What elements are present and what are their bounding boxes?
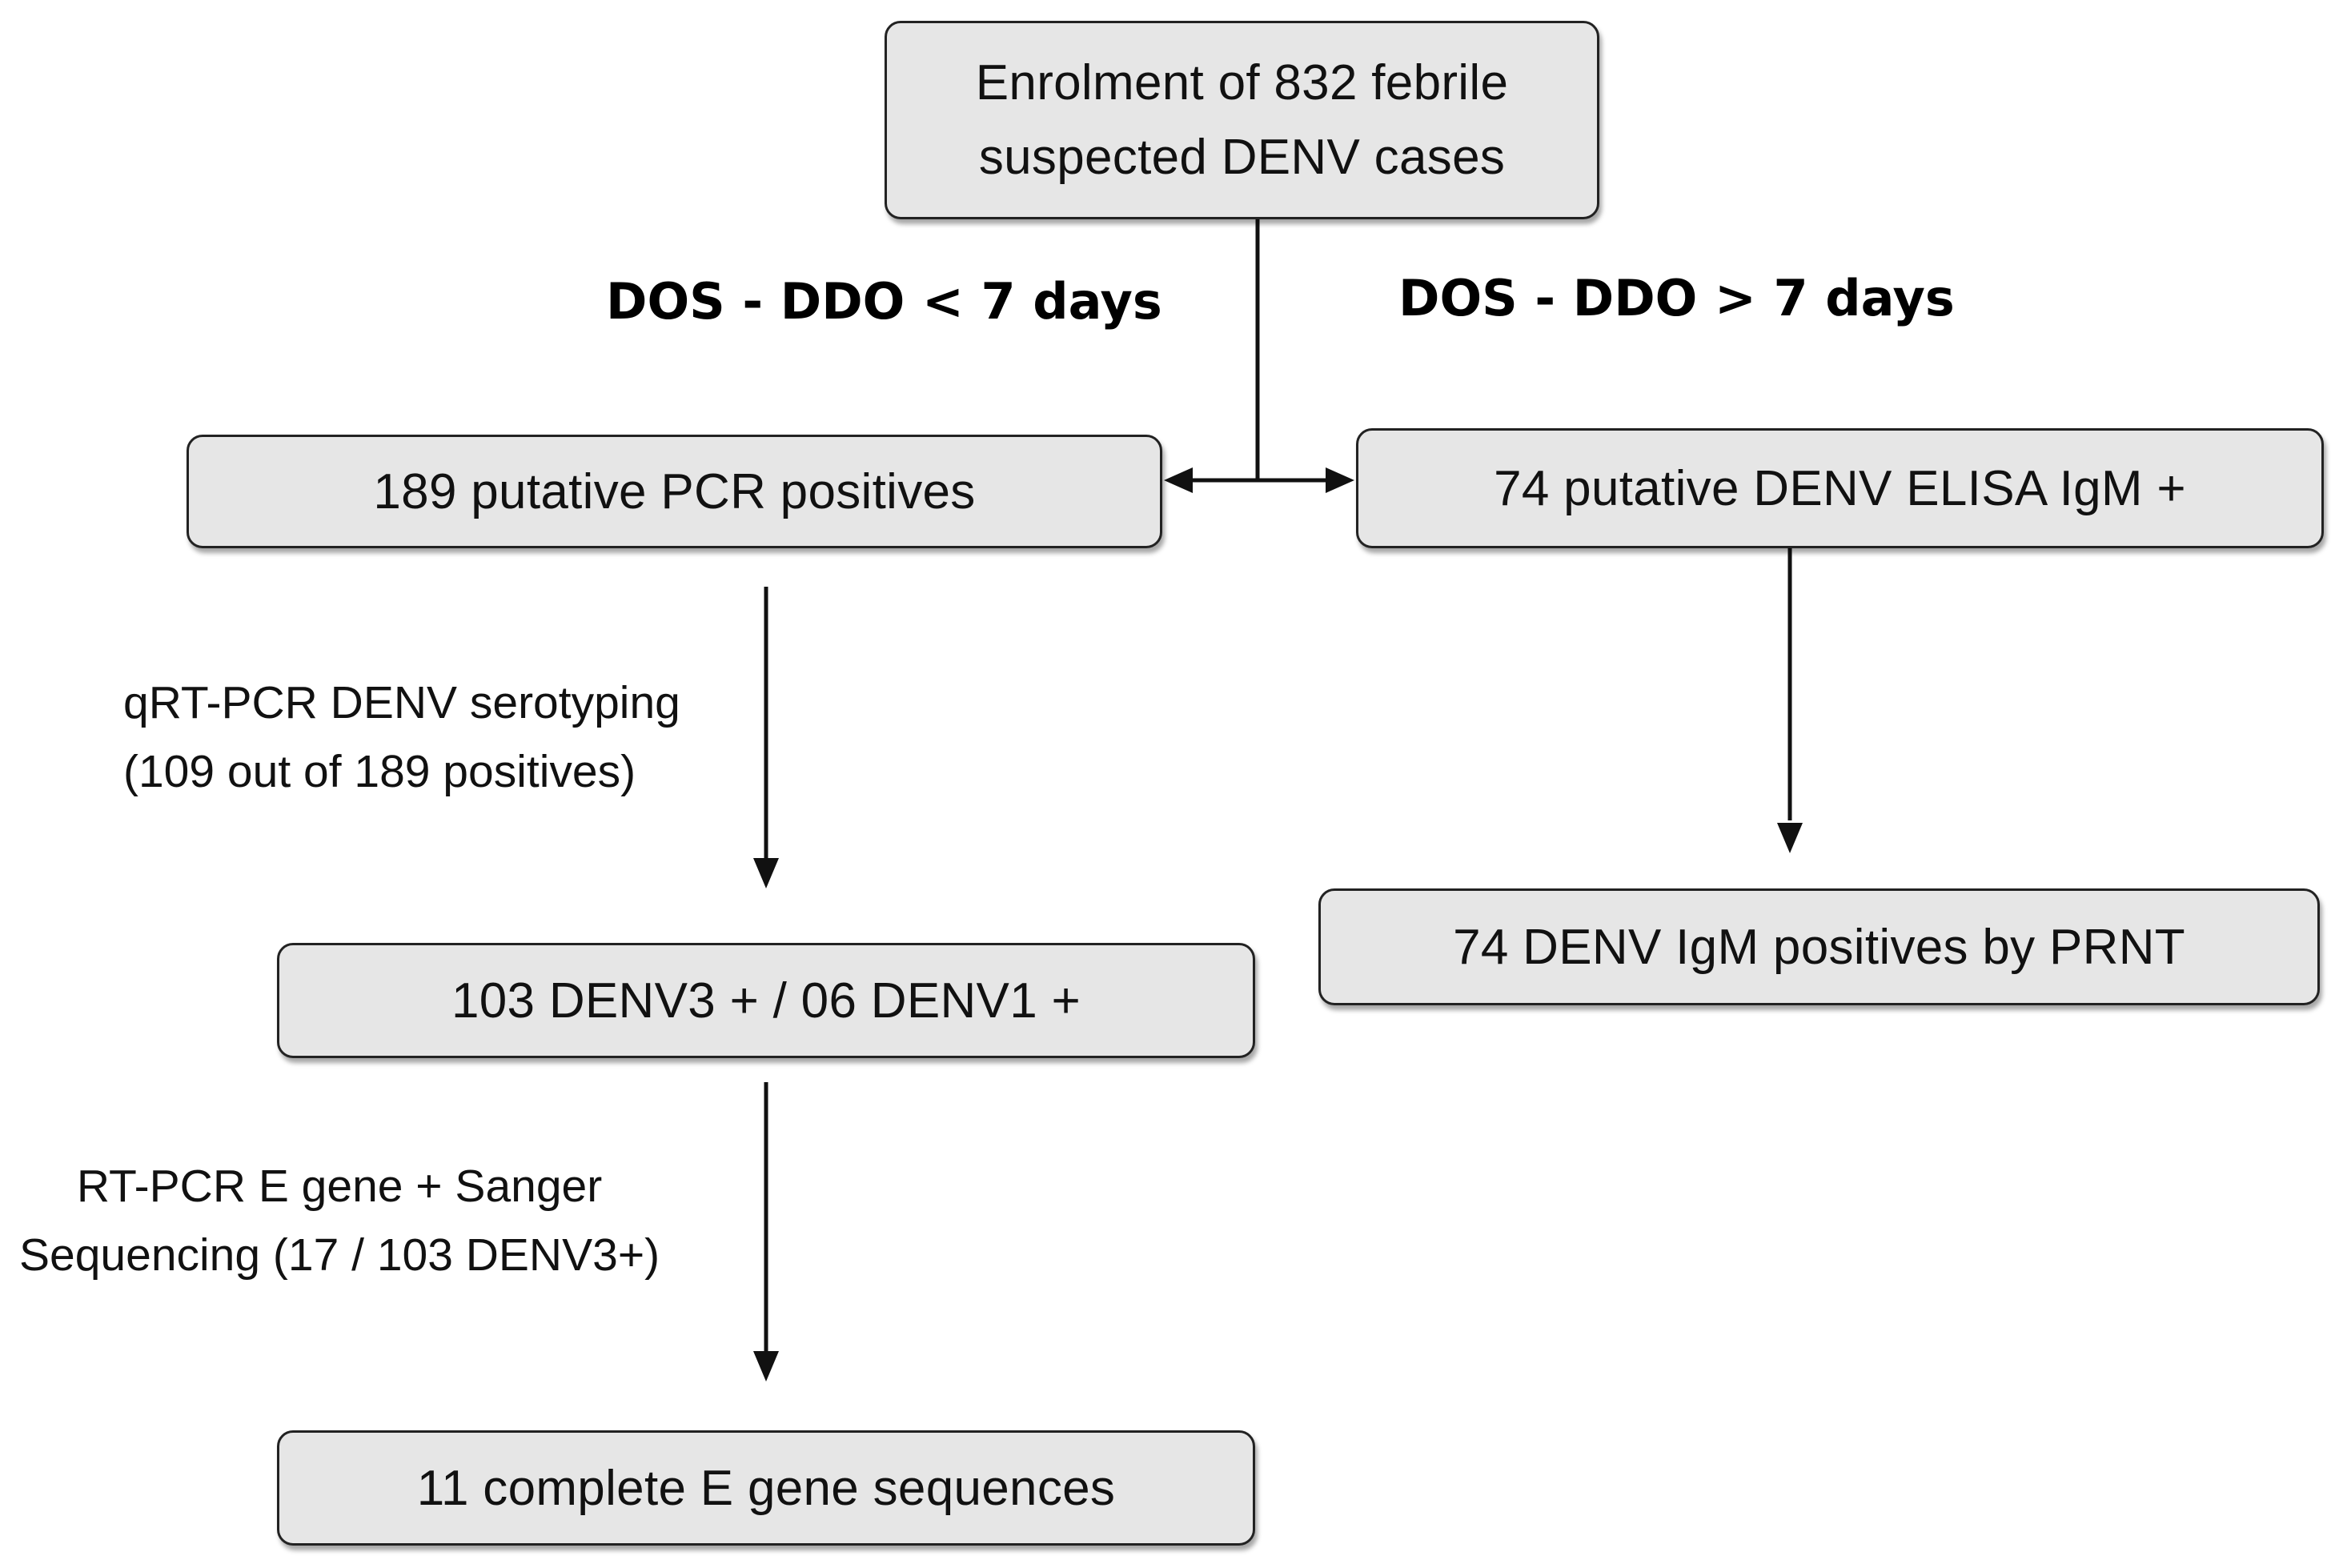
arrowhead-left (1164, 467, 1193, 493)
pcr-positives-label: 189 putative PCR positives (373, 463, 976, 519)
serotypes-label: 103 DENV3 + / 06 DENV1 + (451, 972, 1081, 1029)
elisa-igm-label: 74 putative DENV ELISA IgM + (1494, 460, 2186, 516)
sequencing-edge-label: RT-PCR E gene + Sanger Sequencing (17 / … (19, 1153, 660, 1289)
enrolment-node: Enrolment of 832 febrile suspected DENV … (885, 21, 1599, 219)
enrolment-line-2: suspected DENV cases (978, 130, 1506, 185)
sequencing-line-1: RT-PCR E gene + Sanger (76, 1161, 603, 1212)
arrowhead-right (1326, 467, 1354, 493)
serotyping-line-1: qRT-PCR DENV serotyping (123, 677, 680, 728)
elisa-igm-node: 74 putative DENV ELISA IgM + (1356, 428, 2324, 548)
prnt-label: 74 DENV IgM positives by PRNT (1453, 919, 2185, 975)
serotyping-line-2: (109 out of 189 positives) (123, 745, 636, 797)
right-branch-label: DOS - DDO > 7 days (1398, 269, 1955, 327)
arrowhead-e-gene (753, 1351, 779, 1382)
sequencing-line-2: Sequencing (17 / 103 DENV3+) (19, 1229, 660, 1281)
enrolment-line-1: Enrolment of 832 febrile (975, 55, 1509, 110)
serotyping-edge-label: qRT-PCR DENV serotyping (109 out of 189 … (123, 669, 680, 806)
e-gene-node: 11 complete E gene sequences (277, 1430, 1255, 1546)
left-branch-label: DOS - DDO < 7 days (606, 272, 1162, 331)
prnt-node: 74 DENV IgM positives by PRNT (1318, 888, 2320, 1005)
serotypes-node: 103 DENV3 + / 06 DENV1 + (277, 943, 1255, 1058)
pcr-positives-node: 189 putative PCR positives (187, 435, 1162, 548)
arrowhead-serotypes (753, 858, 779, 888)
arrowhead-prnt (1777, 823, 1803, 853)
e-gene-label: 11 complete E gene sequences (416, 1460, 1116, 1516)
